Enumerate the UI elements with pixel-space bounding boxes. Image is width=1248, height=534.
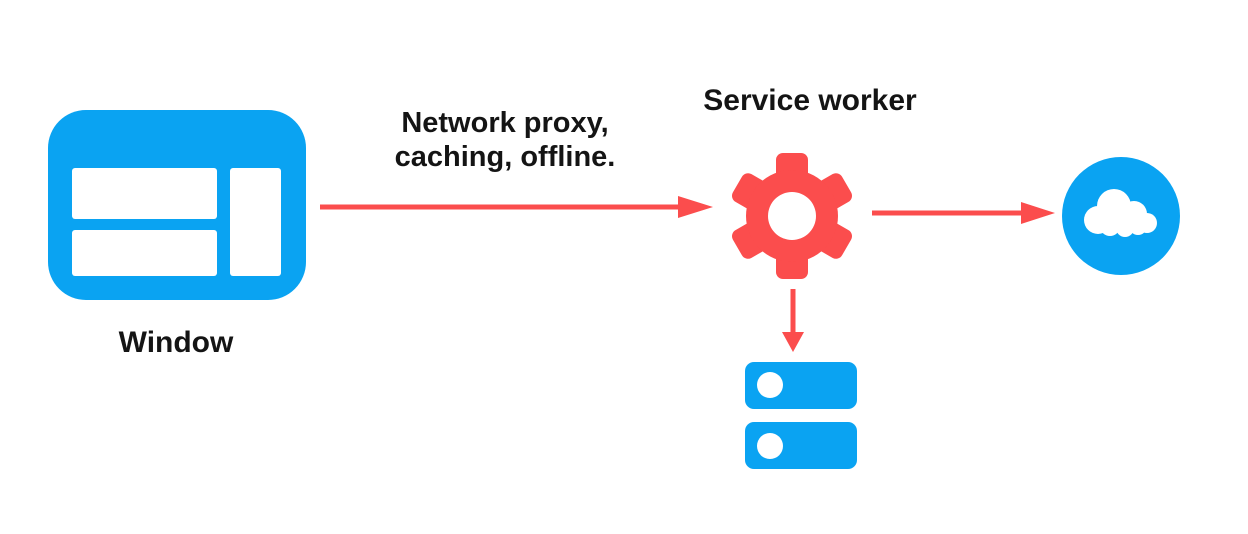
window-label: Window [118, 326, 234, 359]
storage-stack-icon [745, 362, 857, 469]
gear-icon [732, 153, 852, 279]
edge-label: Network proxy, caching, offline. [355, 106, 655, 174]
cloud-icon [1062, 157, 1180, 275]
edge-label-line1: Network proxy, [401, 107, 609, 139]
arrow-service-worker-to-storage [782, 289, 804, 352]
browser-window-icon [48, 110, 306, 300]
arrow-window-to-service-worker [320, 196, 713, 218]
service-worker-title: Service worker [703, 84, 917, 117]
arrow-service-worker-to-cloud [872, 202, 1055, 224]
edge-label-line2: caching, offline. [394, 141, 616, 173]
